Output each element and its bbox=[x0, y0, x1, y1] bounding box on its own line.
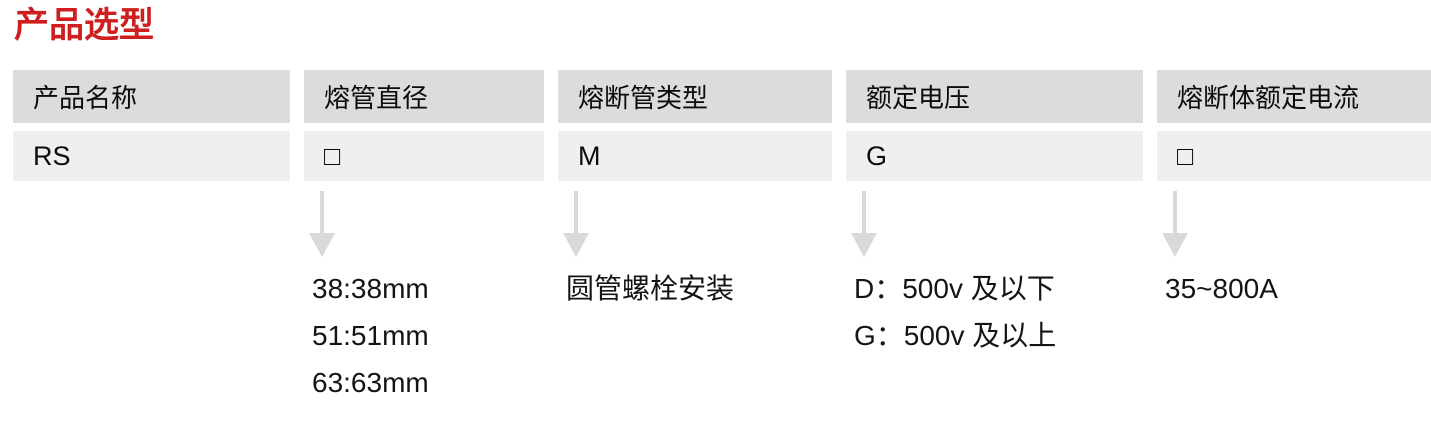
header-product-name: 产品名称 bbox=[13, 70, 290, 123]
selection-table-header-row: 产品名称 熔管直径 熔断管类型 额定电压 熔断体额定电流 bbox=[0, 70, 1431, 123]
header-tube-diameter: 熔管直径 bbox=[304, 70, 544, 123]
options-row: 38:38mm 51:51mm 63:63mm 圆管螺栓安装 D：500v 及以… bbox=[0, 265, 1431, 406]
arrows-row bbox=[0, 191, 1431, 257]
code-rated-voltage: G bbox=[846, 131, 1143, 181]
code-tube-type: M bbox=[558, 131, 832, 181]
option-line: 35~800A bbox=[1165, 273, 1278, 304]
code-product-name: RS bbox=[13, 131, 290, 181]
down-arrow-icon bbox=[558, 191, 832, 257]
options-tube-type: 圆管螺栓安装 bbox=[558, 265, 832, 406]
option-line: D：500v 及以下 bbox=[854, 273, 1055, 304]
down-arrow-icon bbox=[1157, 191, 1431, 257]
header-rated-voltage: 额定电压 bbox=[846, 70, 1143, 123]
option-line: 63:63mm bbox=[312, 367, 429, 398]
options-empty bbox=[13, 265, 290, 406]
down-arrow-icon bbox=[846, 191, 1143, 257]
option-line: 38:38mm bbox=[312, 273, 429, 304]
options-rated-current: 35~800A bbox=[1157, 265, 1431, 406]
down-arrow-icon bbox=[304, 191, 544, 257]
option-line: 圆管螺栓安装 bbox=[566, 273, 735, 304]
page-title: 产品选型 bbox=[14, 6, 155, 45]
options-tube-diameter: 38:38mm 51:51mm 63:63mm bbox=[304, 265, 544, 406]
header-rated-current: 熔断体额定电流 bbox=[1157, 70, 1431, 123]
code-rated-current: □ bbox=[1157, 131, 1431, 181]
arrow-slot-empty bbox=[13, 191, 290, 257]
code-tube-diameter: □ bbox=[304, 131, 544, 181]
options-rated-voltage: D：500v 及以下 G：500v 及以上 bbox=[846, 265, 1143, 406]
option-line: 51:51mm bbox=[312, 320, 429, 351]
option-line: G：500v 及以上 bbox=[854, 320, 1057, 351]
selection-table-code-row: RS □ M G □ bbox=[0, 131, 1431, 181]
header-tube-type: 熔断管类型 bbox=[558, 70, 832, 123]
